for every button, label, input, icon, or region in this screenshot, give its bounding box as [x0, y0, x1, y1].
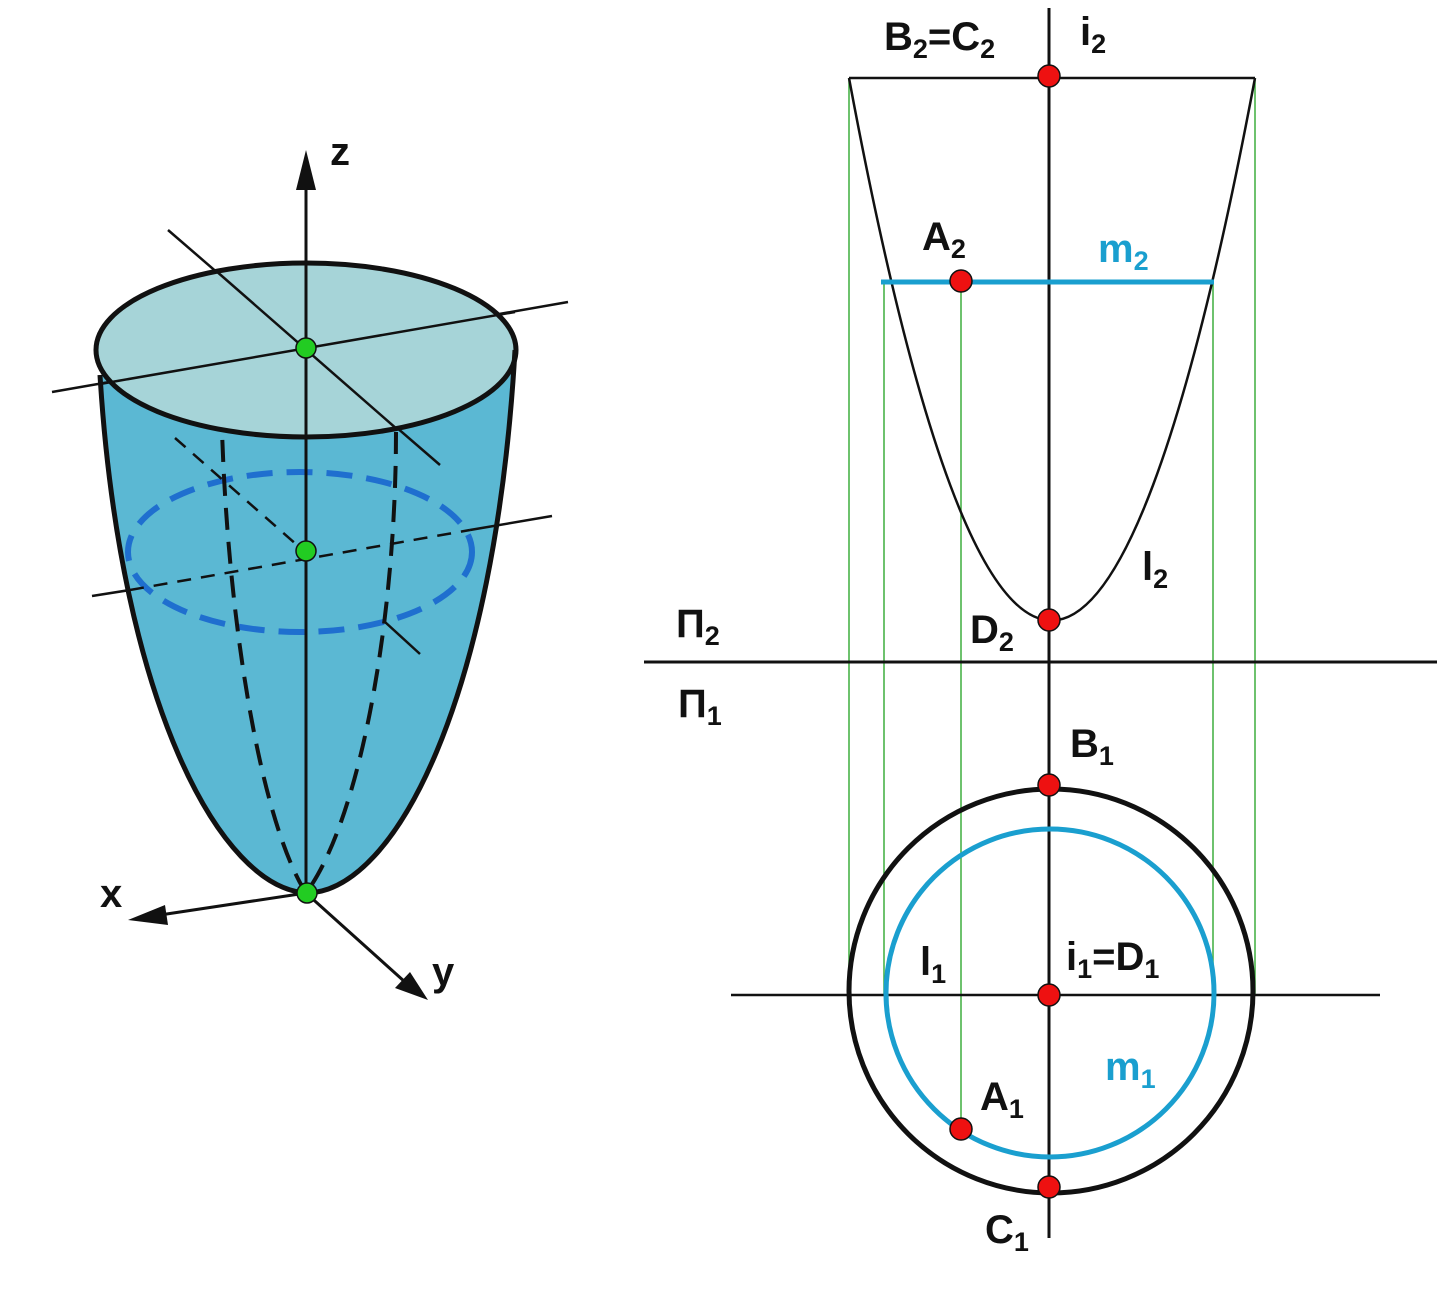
x-axis-arrow-icon [128, 905, 168, 925]
paraboloid-3d-view: z x y [51, 130, 569, 1000]
x-axis-label: x [100, 872, 122, 916]
point-a2-icon [949, 269, 973, 293]
point-i1-d1-icon [1037, 983, 1061, 1007]
point-c1-icon [1037, 1175, 1061, 1199]
parallel-circle-3d [125, 469, 475, 635]
mid-diagonal-solid [384, 621, 421, 655]
point-b1-icon [1037, 773, 1061, 797]
label-b1: B1 [1070, 722, 1114, 771]
mid-cross-line-right [469, 514, 553, 532]
parallel-circle-m1 [883, 826, 1217, 1160]
label-pi1: П1 [678, 682, 722, 731]
point-b2-c2-icon [1037, 64, 1061, 88]
label-i1-d1: i1=D1 [1066, 935, 1159, 984]
y-axis [304, 891, 407, 984]
label-l2: l2 [1142, 545, 1168, 594]
z-axis-label: z [330, 130, 350, 174]
mid-cross-line-dashed [129, 528, 471, 592]
meridian-left-dashed [216, 269, 308, 895]
label-a1: A1 [980, 1075, 1024, 1124]
point-a1-icon [949, 1117, 973, 1141]
y-axis-label: y [432, 950, 455, 994]
label-m2: m2 [1098, 227, 1149, 276]
vertex-point-icon [296, 882, 318, 904]
label-b2-c2: B2=C2 [884, 15, 995, 64]
label-l1: l1 [920, 940, 946, 989]
label-a2: A2 [922, 215, 966, 264]
projection-links [848, 78, 1256, 1130]
meridian-right-dashed [304, 431, 398, 895]
label-d2: D2 [970, 608, 1014, 657]
label-i2: i2 [1080, 10, 1106, 59]
projection-view: B2=C2 i2 A2 m2 l2 D2 П2 П1 B1 l1 i1=D1 [644, 8, 1437, 1257]
x-axis [159, 891, 307, 917]
mid-diagonal-dashed [174, 437, 306, 553]
label-m1: m1 [1105, 1045, 1156, 1094]
top-center-point-icon [295, 337, 317, 359]
meridian-parabola-l2 [847, 77, 1257, 622]
y-axis-arrow-icon [395, 972, 428, 1000]
z-axis-arrow-icon [296, 150, 316, 190]
label-c1: C1 [985, 1208, 1029, 1257]
label-pi2: П2 [676, 602, 720, 651]
point-d2-icon [1037, 608, 1061, 632]
mid-cross-line-left [91, 588, 131, 598]
parallel-center-point-icon [295, 540, 317, 562]
